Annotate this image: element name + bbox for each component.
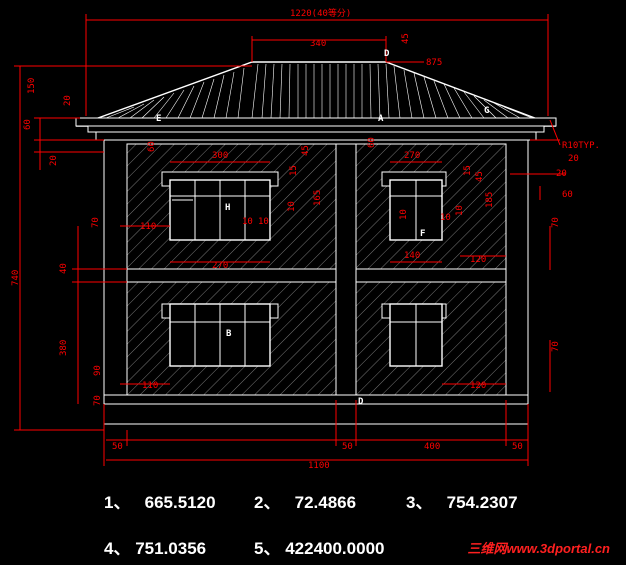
- point-h: H: [225, 203, 230, 213]
- dim-win-10b: 10: [258, 217, 269, 227]
- dim-win-270: 270: [212, 261, 228, 271]
- dim-rwin-120: 120: [470, 255, 486, 265]
- dim-rwin-10a: 10: [399, 209, 409, 220]
- dim-left-20a: 20: [63, 95, 73, 106]
- point-f: F: [420, 229, 425, 239]
- dim-rwin-45: 45: [475, 171, 485, 182]
- point-b: B: [226, 329, 232, 339]
- roof-ribs: [105, 63, 533, 119]
- dim-right-20b: 20: [556, 169, 567, 179]
- dim-rwin-140: 140: [404, 251, 420, 261]
- dim-right-70a: 70: [551, 217, 561, 228]
- window-lower-right: [381, 303, 447, 367]
- dim-win-110a: 110: [140, 222, 156, 232]
- dim-rwin-10b: 10: [440, 213, 451, 223]
- dim-left-40: 40: [59, 263, 69, 274]
- dim-top-total: 1220(40等分): [290, 7, 351, 19]
- watermark: 三维网www.3dportal.cn: [467, 541, 610, 556]
- dim-right-r10: R10TYP.: [562, 141, 600, 151]
- answer-1: 1、 665.5120: [104, 493, 216, 512]
- dim-rwin-60: 60: [367, 137, 377, 148]
- point-labels: A B D D E F G H: [156, 49, 489, 407]
- dim-left-20b: 20: [49, 155, 59, 166]
- window-upper-left: [161, 171, 279, 241]
- dimension-lines: [14, 14, 566, 466]
- point-e: E: [156, 114, 161, 124]
- dim-rwin-15: 15: [463, 165, 473, 176]
- dim-win-10a: 10: [242, 217, 253, 227]
- dim-rwin-270: 270: [404, 151, 420, 161]
- dim-rwin-10c: 10: [455, 205, 465, 216]
- dim-left-60: 60: [23, 119, 33, 130]
- dim-bot-50a: 50: [112, 442, 123, 452]
- roof: [75, 61, 557, 141]
- dim-left-380: 380: [59, 340, 69, 356]
- dim-ridge-v: 45: [401, 33, 411, 44]
- dimension-labels: 1220(40等分) 340 45 875 150 20 60 20 740 7…: [11, 7, 600, 471]
- dim-bot-1100: 1100: [308, 461, 330, 471]
- dim-rwin-185: 185: [485, 192, 495, 208]
- dim-right-20a: 20: [568, 154, 579, 164]
- dim-win-15: 15: [289, 165, 299, 176]
- point-a: A: [378, 114, 384, 124]
- point-g: G: [484, 106, 489, 116]
- dim-left-150: 150: [27, 78, 37, 94]
- window-upper-right: [381, 171, 447, 241]
- dim-win-60a: 60: [147, 141, 157, 152]
- answer-2: 2、 72.4866: [254, 493, 357, 512]
- answer-3: 3、 754.2307: [406, 493, 518, 512]
- dim-win-10c: 10: [287, 201, 297, 212]
- dim-eave-off: 875: [426, 58, 442, 68]
- dim-left-90: 90: [93, 365, 103, 376]
- dim-low-120: 120: [470, 381, 486, 391]
- dim-low-110: 110: [142, 381, 158, 391]
- dim-bot-400: 400: [424, 442, 440, 452]
- dim-left-740: 740: [11, 270, 21, 286]
- dim-win-165: 165: [313, 190, 323, 206]
- dim-win-45: 45: [301, 145, 311, 156]
- dim-right-60: 60: [562, 190, 573, 200]
- point-d2: D: [358, 397, 364, 407]
- dim-right-70b: 70: [551, 341, 561, 352]
- dim-win-300: 300: [212, 151, 228, 161]
- dim-left-70b: 70: [93, 395, 103, 406]
- answer-5: 5、 422400.0000: [254, 539, 385, 558]
- answer-4: 4、 751.0356: [104, 539, 207, 558]
- dim-ridge: 340: [310, 39, 326, 49]
- window-lower-left: [161, 303, 279, 367]
- dim-bot-50c: 50: [512, 442, 523, 452]
- dim-bot-50b: 50: [342, 442, 353, 452]
- point-d: D: [384, 49, 390, 59]
- dim-left-70: 70: [91, 217, 101, 228]
